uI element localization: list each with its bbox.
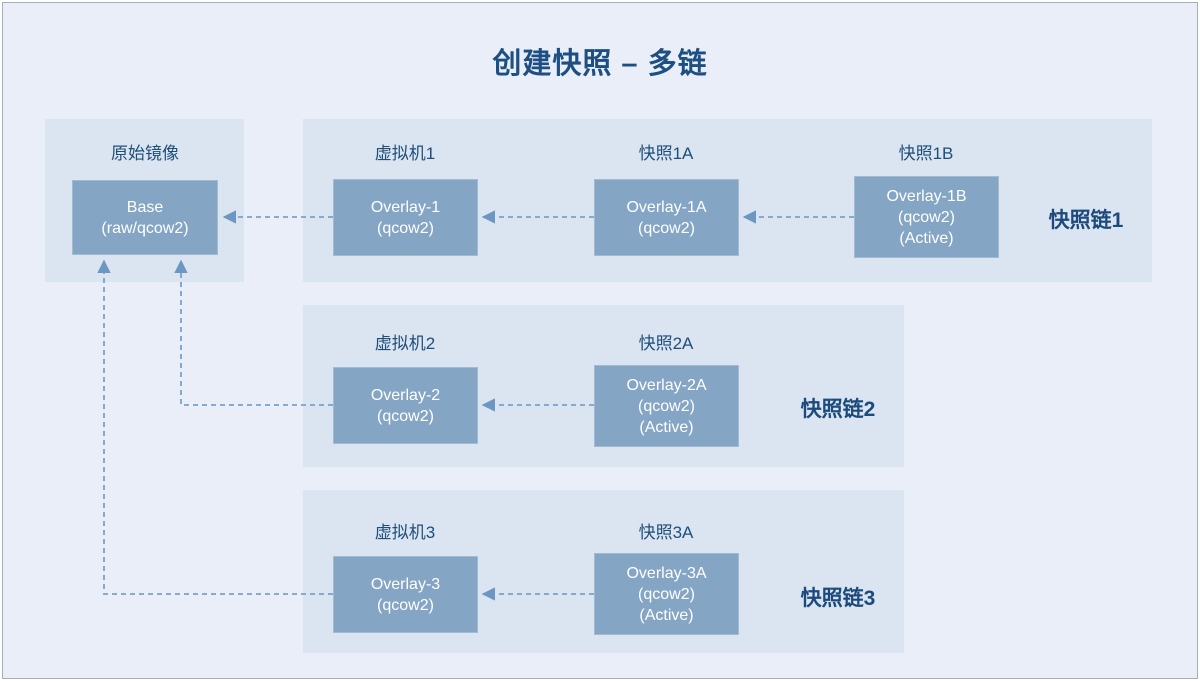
chain2-vm-label: 虚拟机2 xyxy=(374,334,436,353)
chain1-name: 快照链1 xyxy=(1048,209,1124,232)
node-text-line: Overlay-1A xyxy=(626,198,707,216)
chain3-vm-label: 虚拟机3 xyxy=(374,523,436,542)
chain2-name: 快照链2 xyxy=(800,398,876,421)
node-text-line: (qcow2) xyxy=(377,596,434,614)
node-text-line: Overlay-3A xyxy=(626,564,707,582)
node-overlay-2: Overlay-2 (qcow2) xyxy=(333,367,478,444)
node-text-line: (Active) xyxy=(639,418,694,436)
node-text-line: Overlay-1B xyxy=(886,187,967,205)
node-text-line: Overlay-2A xyxy=(626,376,707,394)
node-text-line: (Active) xyxy=(639,606,694,624)
edge-overlay3-to-base xyxy=(97,259,333,595)
node-overlay-1b: Overlay-1B (qcow2) (Active) xyxy=(854,176,999,258)
node-text-line: (Active) xyxy=(899,229,954,247)
node-text-line: (qcow2) xyxy=(638,585,695,603)
node-text-line: Overlay-1 xyxy=(370,198,441,216)
node-overlay-3a: Overlay-3A (qcow2) (Active) xyxy=(594,553,739,635)
chain3-snap-a-label: 快照3A xyxy=(638,523,694,542)
chain1-snap-b-label: 快照1B xyxy=(898,144,954,163)
chain3-name: 快照链3 xyxy=(800,587,876,610)
page-title: 创建快照 – 多链 xyxy=(492,48,708,80)
node-text-line: Base xyxy=(126,198,164,216)
chain2-snap-a-label: 快照2A xyxy=(638,334,694,353)
chain1-snap-a-label: 快照1A xyxy=(638,144,694,163)
edge-overlay2-to-base xyxy=(174,259,333,406)
node-text-line: Overlay-2 xyxy=(370,386,441,404)
node-text-line: (qcow2) xyxy=(898,208,955,226)
node-overlay-1: Overlay-1 (qcow2) xyxy=(333,179,478,256)
chain1-vm-label: 虚拟机1 xyxy=(374,144,436,163)
node-overlay-2a: Overlay-2A (qcow2) (Active) xyxy=(594,365,739,447)
source-label: 原始镜像 xyxy=(111,144,179,163)
node-text-line: (qcow2) xyxy=(377,219,434,237)
node-text-line: (qcow2) xyxy=(638,397,695,415)
node-overlay-3: Overlay-3 (qcow2) xyxy=(333,556,478,633)
node-text-line: (qcow2) xyxy=(638,219,695,237)
node-text-line: (qcow2) xyxy=(377,407,434,425)
node-text-line: Overlay-3 xyxy=(370,575,441,593)
node-overlay-1a: Overlay-1A (qcow2) xyxy=(594,179,739,256)
node-base: Base (raw/qcow2) xyxy=(72,180,218,255)
node-text-line: (raw/qcow2) xyxy=(101,219,189,237)
